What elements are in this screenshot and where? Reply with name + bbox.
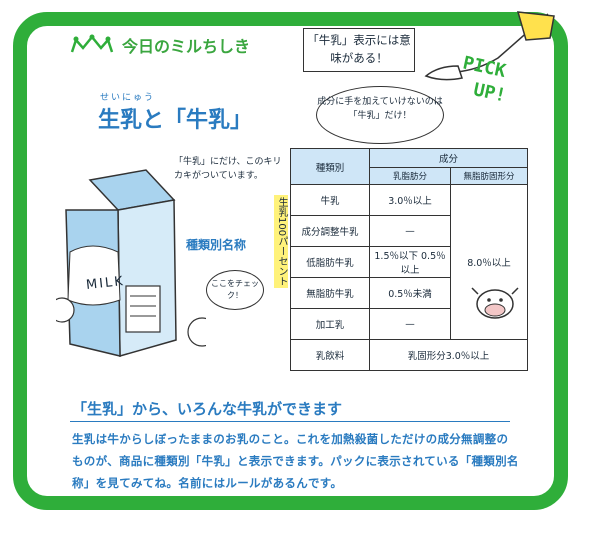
pointing-hand-icon <box>424 11 555 81</box>
table-row: 低脂肪牛乳 1.5％以下 0.5％以上 <box>290 246 528 278</box>
kind-name-label: 種類別名称 <box>186 238 247 252</box>
vertical-highlight-text: 生乳100パーセント <box>274 195 288 289</box>
table-row: 牛乳 3.0％以上 8.0％以上 <box>290 184 528 340</box>
table-row: 乳飲料 乳固形分3.0％以上 <box>290 339 528 371</box>
row-kind: 無脂肪牛乳 <box>290 277 370 309</box>
milk-kinds-table: 種類別 成分 乳脂肪分 無脂肪固形分 牛乳 3.0％以上 8.0％以上 成分調整… <box>290 148 528 371</box>
row-kind: 乳飲料 <box>290 339 370 371</box>
pickup-badge: PICK UP! <box>456 51 513 108</box>
row-fat: — <box>369 308 451 340</box>
table-row: 加工乳 — <box>290 308 528 340</box>
main-title: 生乳と「牛乳」 <box>98 108 253 133</box>
section-divider <box>70 421 510 422</box>
label-note: 「牛乳」にだけ、このキリカキがついています。 <box>174 157 282 181</box>
title-ruby: せいにゅう <box>100 93 156 103</box>
speech-bubble: 「牛乳」表示には意味がある！ <box>303 28 415 72</box>
table-head-kind: 種類別 <box>290 148 370 185</box>
row-kind: 成分調整牛乳 <box>290 215 370 247</box>
section-subheading: 「生乳」から、いろんな牛乳ができます <box>72 400 343 418</box>
row-fat: 0.5％未満 <box>369 277 451 309</box>
table-head-fat: 乳脂肪分 <box>369 167 451 185</box>
check-bubble: ここをチェック！ <box>206 270 264 310</box>
row-fat: 1.5％以下 0.5％以上 <box>369 246 451 278</box>
table-head-component: 成分 <box>369 148 528 168</box>
row-kind: 牛乳 <box>290 184 370 216</box>
header-title: 今日のミルちしき <box>122 37 251 56</box>
row-fat: 乳固形分3.0％以上 <box>369 339 528 371</box>
milk-carton-illustration <box>56 169 206 357</box>
row-fat: — <box>369 215 451 247</box>
crown-icon <box>70 34 114 53</box>
row-kind: 加工乳 <box>290 308 370 340</box>
row-fat: 3.0％以上 <box>369 184 451 216</box>
row-kind: 低脂肪牛乳 <box>290 246 370 278</box>
table-head-solids: 無脂肪固形分 <box>450 167 528 185</box>
cow-icon <box>471 287 519 319</box>
section-body: 生乳は牛からしぼったままのお乳のこと。これを加熱殺菌しただけの成分無調整のものが… <box>72 432 519 490</box>
note-bubble: 成分に手を加えていけないのは「牛乳」だけ！ <box>316 86 444 144</box>
